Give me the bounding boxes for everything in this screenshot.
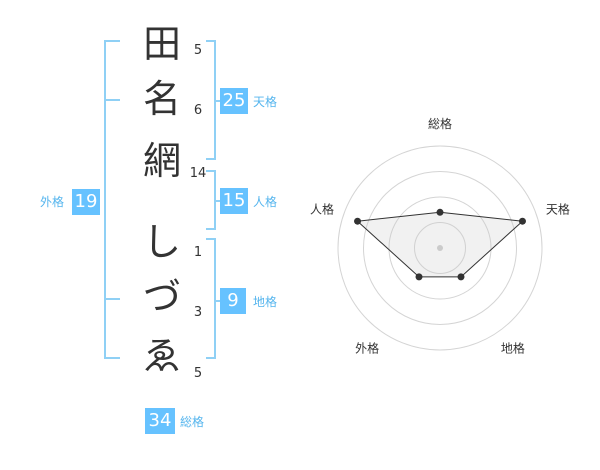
radar-point-3 bbox=[457, 273, 465, 281]
name-char-2: 名 bbox=[142, 77, 181, 121]
radar-grid-ring-2 bbox=[388, 196, 492, 300]
gaikaku-bracket-bottom bbox=[104, 357, 120, 359]
stroke-count-6: 5 bbox=[193, 366, 203, 381]
name-char-6: ゑ bbox=[142, 334, 181, 378]
chikaku-bracket-top bbox=[206, 238, 216, 240]
tenkaku-badge: 25 bbox=[220, 88, 248, 114]
gaikaku-bracket-mid2 bbox=[104, 298, 120, 300]
tenkaku-bracket-bottom bbox=[206, 158, 216, 160]
chikaku-bracket-bottom bbox=[206, 357, 216, 359]
name-char-5: づ bbox=[142, 275, 181, 319]
stroke-count-1: 5 bbox=[193, 43, 203, 58]
radar-axis-label-5: 人格 bbox=[310, 202, 334, 217]
jinkaku-bracket-top bbox=[206, 170, 216, 172]
stroke-count-2: 6 bbox=[193, 103, 203, 118]
radar-point-5 bbox=[354, 217, 362, 225]
jinkaku-badge: 15 bbox=[220, 188, 248, 214]
radar-grid-ring-1 bbox=[414, 222, 466, 274]
radar-axis-label-3: 地格 bbox=[501, 340, 525, 355]
gaikaku-bracket-top bbox=[104, 40, 120, 42]
chikaku-label: 地格 bbox=[253, 295, 278, 309]
soukaku-badge: 34 bbox=[145, 408, 175, 434]
tenkaku-bracket-top bbox=[206, 40, 216, 42]
chikaku-badge: 9 bbox=[220, 288, 246, 314]
gaikaku-badge: 19 bbox=[72, 189, 100, 215]
gaikaku-label: 外格 bbox=[40, 195, 65, 209]
jinkaku-bracket-bottom bbox=[206, 228, 216, 230]
radar-series-polygon bbox=[356, 211, 524, 278]
jinkaku-label: 人格 bbox=[253, 195, 278, 209]
soukaku-label: 総格 bbox=[180, 415, 205, 429]
radar-grid-ring-3 bbox=[363, 171, 517, 325]
name-char-4: し bbox=[142, 220, 181, 264]
gaikaku-bracket-mid1 bbox=[104, 99, 120, 101]
radar-axis-label-2: 天格 bbox=[546, 202, 570, 217]
radar-point-1 bbox=[436, 208, 444, 216]
radar-point-2 bbox=[518, 217, 526, 225]
chikaku-bracket-vertical bbox=[214, 238, 216, 359]
radar-axis-label-4: 外格 bbox=[355, 340, 379, 355]
stroke-count-5: 3 bbox=[193, 305, 203, 320]
radar-axis-label-1: 総格 bbox=[428, 116, 452, 131]
radar-grid-ring-4 bbox=[337, 145, 543, 351]
tenkaku-bracket-tick bbox=[214, 100, 220, 102]
stroke-count-4: 1 bbox=[193, 245, 203, 260]
name-char-1: 田 bbox=[142, 22, 181, 66]
name-char-3: 網 bbox=[142, 139, 181, 183]
tenkaku-label: 天格 bbox=[253, 95, 278, 109]
jinkaku-bracket-tick bbox=[214, 200, 220, 202]
gaikaku-bracket-vertical bbox=[104, 40, 106, 358]
radar-point-4 bbox=[415, 273, 423, 281]
radar-center-dot bbox=[437, 245, 443, 251]
chikaku-bracket-tick bbox=[214, 300, 220, 302]
stroke-count-3: 14 bbox=[189, 166, 207, 181]
